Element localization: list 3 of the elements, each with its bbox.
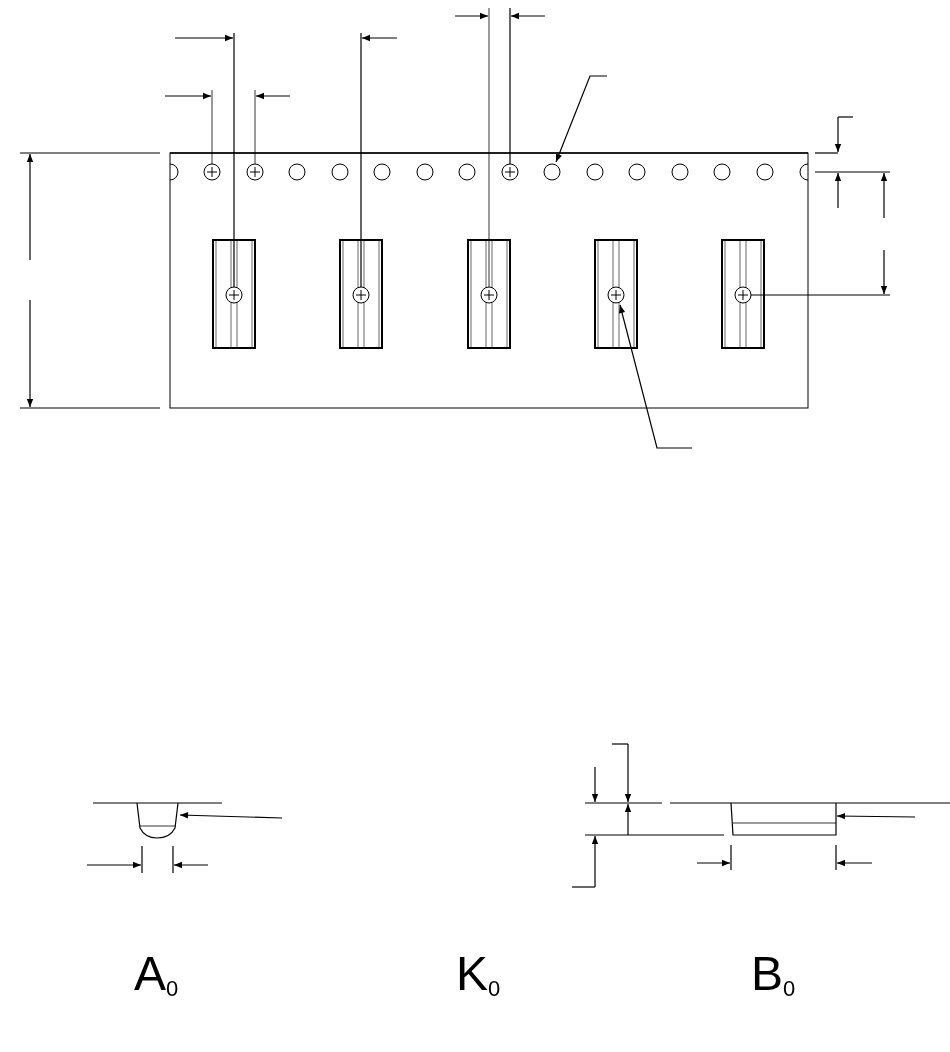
section-label: K$_{0}$ bbox=[456, 950, 501, 998]
section-label: B$_{0}$ bbox=[751, 950, 796, 998]
section-label: A$_{0}$ bbox=[134, 950, 179, 998]
